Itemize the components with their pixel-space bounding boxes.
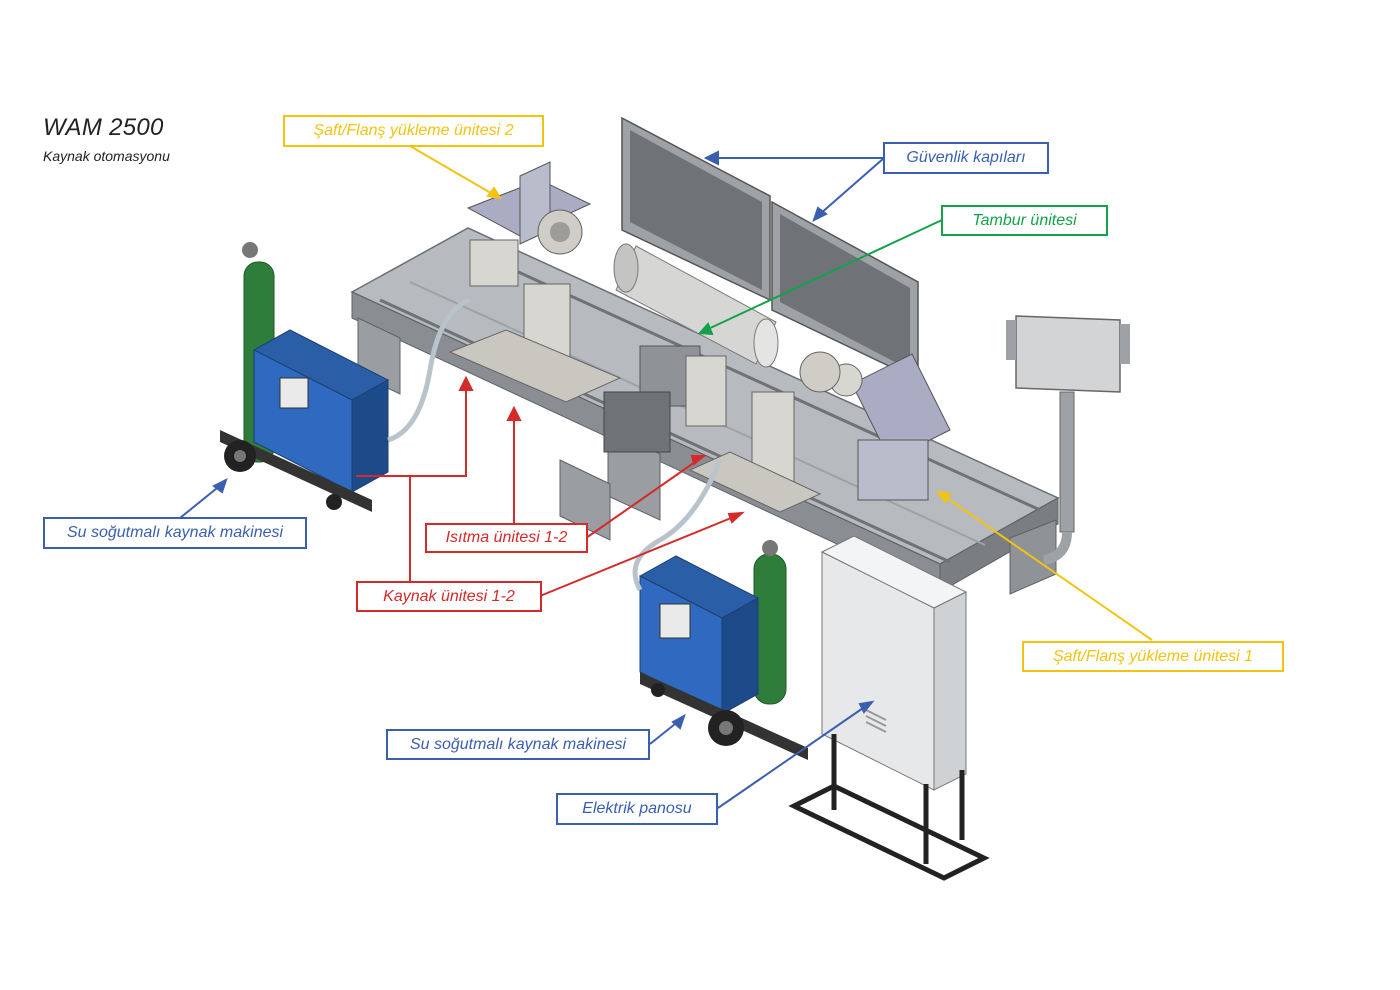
- leader-lines: [179, 145, 1153, 809]
- page-title: WAM 2500: [43, 114, 164, 141]
- welding-heating-units: [448, 283, 822, 513]
- callout-shaft-loader-1: Şaft/Flanş yükleme ünitesi 1: [1022, 641, 1284, 672]
- callout-heating-unit: Isıtma ünitesi 1-2: [425, 523, 588, 553]
- drum-cylinder: [613, 243, 779, 368]
- welder-left: [220, 242, 471, 512]
- shaft-loader-2: [466, 161, 592, 287]
- callout-shaft-loader-1-text: Şaft/Flanş yükleme ünitesi 1: [1052, 647, 1254, 665]
- callout-water-welder-left-text: Su soğutmalı kaynak makinesi: [66, 524, 284, 541]
- callout-heating-unit-text: Isıtma ünitesi 1-2: [445, 529, 568, 546]
- callout-electric-panel: Elektrik panosu: [556, 793, 718, 825]
- safety-doors: [621, 116, 919, 382]
- callout-water-welder-bottom-text: Su soğutmalı kaynak makinesi: [409, 735, 627, 753]
- callout-safety-doors: Güvenlik kapıları: [883, 142, 1049, 174]
- callout-electric-panel-text: Elektrik panosu: [582, 800, 692, 817]
- control-pendant: [1006, 315, 1130, 565]
- welder-bottom: [632, 459, 808, 760]
- callout-drum-unit-text: Tambur ünitesi: [972, 211, 1077, 229]
- callout-welding-unit: Kaynak ünitesi 1-2: [356, 581, 542, 612]
- callout-water-welder-left: Su soğutmalı kaynak makinesi: [43, 517, 307, 549]
- page-subtitle: Kaynak otomasyonu: [43, 148, 170, 164]
- shaft-loader-1: [799, 351, 951, 501]
- callout-welding-unit-text: Kaynak ünitesi 1-2: [383, 587, 515, 605]
- callout-drum-unit: Tambur ünitesi: [941, 205, 1108, 236]
- callout-shaft-loader-2: Şaft/Flanş yükleme ünitesi 2: [283, 115, 544, 147]
- callout-water-welder-bottom: Su soğutmalı kaynak makinesi: [386, 729, 650, 760]
- callout-safety-doors-text: Güvenlik kapıları: [906, 149, 1026, 166]
- callout-shaft-loader-2-text: Şaft/Flanş yükleme ünitesi 2: [313, 122, 514, 139]
- electric-panel: [788, 535, 990, 881]
